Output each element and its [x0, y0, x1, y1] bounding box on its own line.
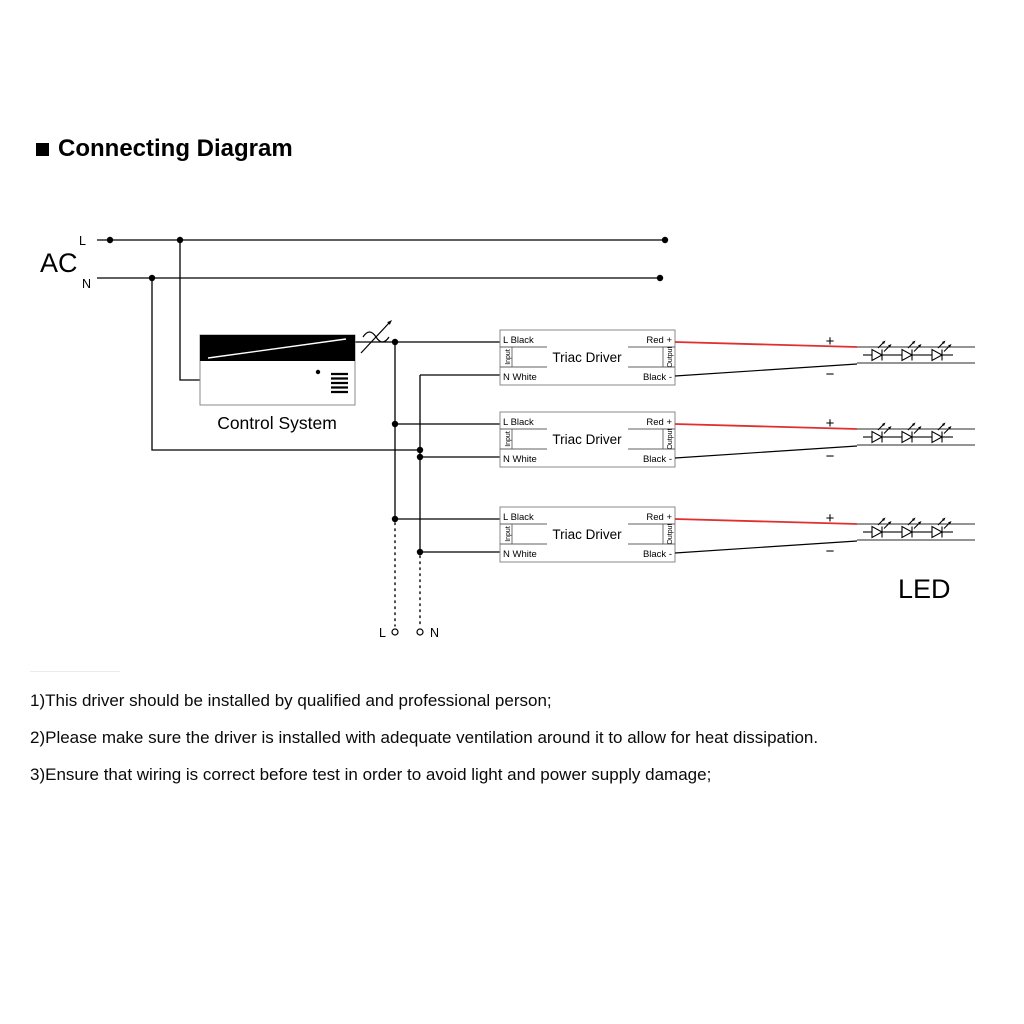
driver-n-input-label: N White	[503, 549, 537, 560]
driver-pos-output-label: Red +	[646, 335, 672, 346]
junction-dot	[391, 420, 399, 428]
junction-dot	[661, 236, 669, 244]
led-strip	[857, 339, 975, 364]
led-diode-icon	[862, 421, 894, 444]
led-label: LED	[898, 574, 951, 604]
led-strip	[857, 421, 975, 446]
led-minus-label: −	[826, 448, 835, 465]
driver-row-1: L Black N White Red + Black - Input Outp…	[499, 329, 975, 386]
terminal-n-label: N	[430, 626, 439, 640]
led-diode-icon	[862, 339, 894, 362]
driver-row-3: L Black N White Red + Black - Input Outp…	[499, 506, 975, 563]
positive-wire	[674, 341, 858, 348]
vent-grille-icon	[331, 372, 348, 394]
led-minus-label: −	[826, 543, 835, 560]
led-strip	[857, 516, 975, 541]
positive-wire	[674, 518, 858, 525]
control-system-label: Control System	[217, 413, 337, 433]
ac-line-l-label: L	[79, 234, 86, 248]
negative-wire	[674, 540, 858, 554]
driver-row-2: L Black N White Red + Black - Input Outp…	[499, 411, 975, 468]
led-plus-label: +	[826, 333, 835, 350]
driver-output-side-label: Output	[667, 523, 674, 544]
led-plus-label: +	[826, 415, 835, 432]
control-system: Control System	[199, 334, 356, 433]
led-diode-icon	[922, 516, 954, 539]
ac-label: AC	[40, 248, 78, 278]
led-plus-label: +	[826, 510, 835, 527]
driver-pos-output-label: Red +	[646, 417, 672, 428]
driver-box	[499, 329, 676, 386]
driver-title: Triac Driver	[552, 350, 622, 365]
driver-l-input-label: L Black	[503, 512, 534, 523]
terminal-l	[391, 628, 399, 636]
installation-notes: 1)This driver should be installed by qua…	[30, 690, 998, 800]
negative-wire	[674, 363, 858, 377]
dimmer-icon	[360, 320, 392, 354]
driver-l-input-label: L Black	[503, 335, 534, 346]
junction-dot	[391, 515, 399, 523]
driver-title: Triac Driver	[552, 432, 622, 447]
note-2: 2)Please make sure the driver is install…	[30, 727, 819, 747]
junction-dot	[416, 453, 424, 461]
negative-wire	[674, 445, 858, 459]
led-diode-icon	[892, 516, 924, 539]
neutral-feed-wire	[151, 278, 420, 451]
junction-dot	[656, 274, 664, 282]
led-diode-icon	[922, 339, 954, 362]
driver-box	[499, 411, 676, 468]
driver-output-side-label: Output	[667, 346, 674, 367]
driver-input-side-label: Input	[505, 431, 512, 447]
mains-wiring	[97, 236, 669, 451]
note-1: 1)This driver should be installed by qua…	[30, 691, 552, 710]
live-feed-to-control	[179, 240, 200, 381]
driver-output-side-label: Output	[667, 428, 674, 449]
led-minus-label: −	[826, 366, 835, 383]
driver-n-input-label: N White	[503, 454, 537, 465]
driver-input-side-label: Input	[505, 349, 512, 365]
indicator-dot	[315, 369, 321, 375]
led-diode-icon	[862, 516, 894, 539]
positive-wire	[674, 423, 858, 430]
driver-title: Triac Driver	[552, 527, 622, 542]
driver-l-input-label: L Black	[503, 417, 534, 428]
divider	[30, 671, 120, 672]
driver-n-input-label: N White	[503, 372, 537, 383]
square-bullet-icon	[36, 142, 49, 156]
ac-source: AC L N	[40, 234, 91, 291]
driver-pos-output-label: Red +	[646, 512, 672, 523]
driver-box	[499, 506, 676, 563]
junction-dot	[416, 446, 424, 454]
driver-neg-output-label: Black -	[643, 549, 672, 560]
junction-dot	[416, 548, 424, 556]
driver-input-side-label: Input	[505, 526, 512, 542]
ac-line-n-label: N	[82, 277, 91, 291]
slider-indicator	[207, 338, 347, 359]
driver-neg-output-label: Black -	[643, 372, 672, 383]
driver-neg-output-label: Black -	[643, 454, 672, 465]
terminal-n	[416, 628, 424, 636]
driver-feed-wiring	[355, 338, 500, 556]
junction-dot	[391, 338, 399, 346]
junction-dot	[106, 236, 114, 244]
terminal-l-label: L	[379, 626, 386, 640]
led-diode-icon	[892, 421, 924, 444]
note-3: 3)Ensure that wiring is correct before t…	[30, 764, 712, 784]
led-diode-icon	[892, 339, 924, 362]
expansion-terminals: L N	[379, 522, 439, 640]
page-title: Connecting Diagram	[58, 135, 293, 162]
section-title: Connecting Diagram	[36, 135, 293, 163]
led-diode-icon	[922, 421, 954, 444]
